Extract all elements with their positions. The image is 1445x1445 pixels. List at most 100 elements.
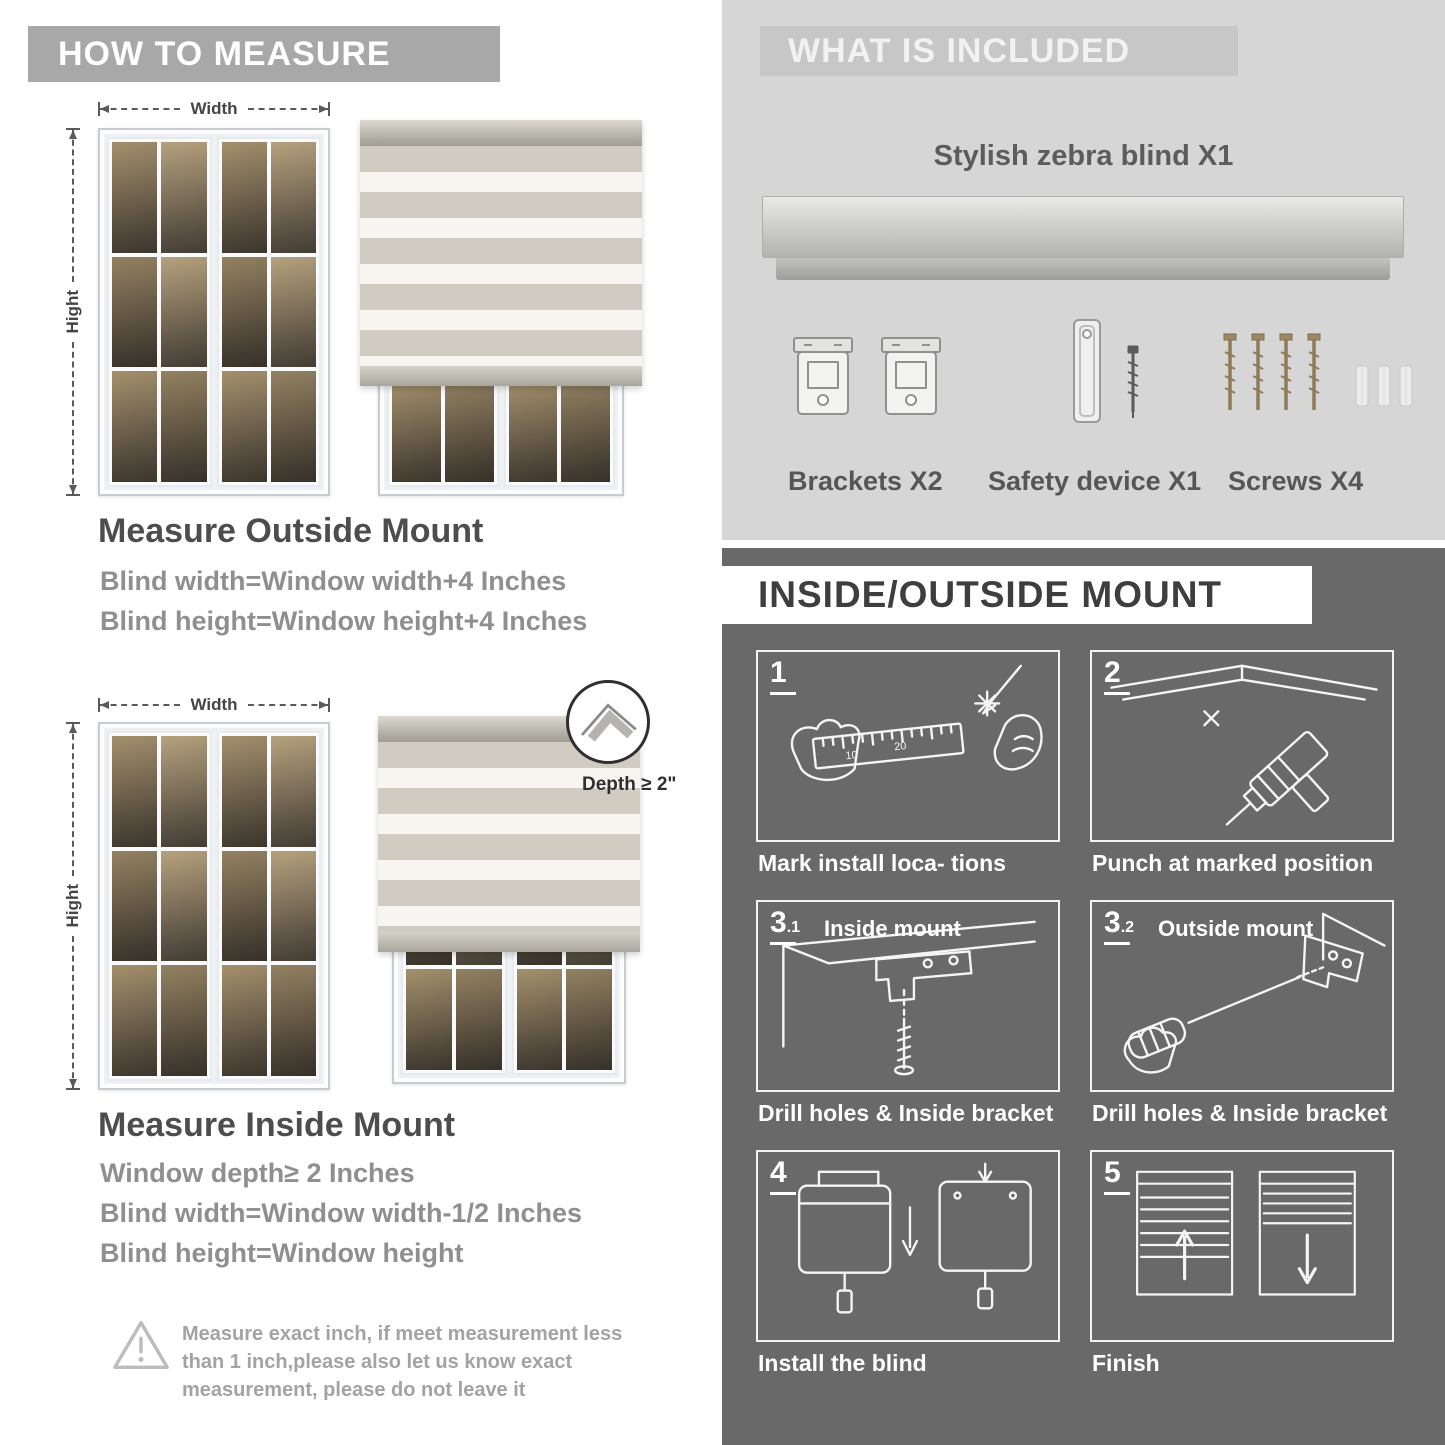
blind-bottomrail (378, 932, 640, 952)
window-pane (221, 850, 267, 962)
brackets-icon (793, 337, 941, 415)
right-column: WHAT IS INCLUDED Stylish zebra blind X1 (722, 0, 1445, 1445)
step-caption-3-2: Drill holes & Inside bracket (1092, 1100, 1388, 1126)
step-caption-2: Punch at marked position (1092, 850, 1374, 876)
depth-label: Depth ≥ 2" (582, 774, 677, 795)
window-pane (270, 965, 316, 1076)
step-caption-4: Install the blind (758, 1350, 927, 1376)
what-is-included-section: WHAT IS INCLUDED Stylish zebra blind X1 (722, 0, 1445, 540)
how-to-measure-header: HOW TO MEASURE (28, 26, 500, 82)
window-illustration (98, 128, 330, 496)
height-dimension-arrow: Hight (63, 722, 82, 1090)
outside-mount-title: Measure Outside Mount (98, 512, 484, 550)
step-caption-1: Mark install loca- tions (758, 850, 1006, 876)
window-pane (221, 965, 267, 1076)
window-sash (216, 731, 321, 1081)
mark-location-illustration: 10 20 (790, 664, 1043, 782)
svg-text:10: 10 (845, 749, 858, 762)
window-pane (112, 965, 158, 1076)
step-caption-3-1: Drill holes & Inside bracket (758, 1100, 1054, 1126)
install-blind-illustration (797, 1162, 1032, 1314)
what-is-included-header: WHAT IS INCLUDED (760, 26, 1238, 76)
zebra-blind-illustration (360, 120, 642, 386)
window-pane (566, 969, 612, 1070)
blind-headrail (360, 120, 642, 146)
step-label: Outside mount (1158, 916, 1314, 941)
window-pane (161, 736, 207, 847)
height-label: Hight (63, 290, 82, 334)
step-label: Inside mount (824, 916, 961, 941)
window-pane (270, 736, 316, 847)
outside-bracket-illustration (1123, 912, 1386, 1074)
window-pane (406, 969, 452, 1070)
step-box-4: 4 (756, 1150, 1060, 1342)
brackets-label: Brackets X2 (788, 466, 943, 496)
height-label: Hight (63, 884, 82, 928)
step-box-3-1: 3.1 Inside mount (756, 900, 1060, 1092)
window-sash (107, 137, 212, 487)
window-pane (516, 969, 563, 1070)
mount-header: INSIDE/OUTSIDE MOUNT (722, 566, 1312, 624)
step-caption-5: Finish (1092, 1350, 1160, 1376)
inside-mount-title: Measure Inside Mount (98, 1106, 456, 1144)
window-pane (508, 382, 558, 482)
inside-mount-line2: Blind width=Window width-1/2 Inches (100, 1198, 583, 1228)
window-pane (161, 371, 207, 482)
window-sash (107, 731, 212, 1081)
depth-callout-circle (566, 680, 650, 764)
finish-illustration (1136, 1170, 1356, 1296)
window-pane (561, 382, 610, 482)
outside-mount-line1: Blind width=Window width+4 Inches (100, 566, 567, 596)
window-pane (221, 256, 267, 368)
window-corner-icon (580, 703, 637, 742)
window-pane (161, 965, 207, 1076)
window-pane (221, 736, 267, 847)
width-dimension-arrow: Width (98, 695, 330, 714)
step-number: 5 (1104, 1158, 1130, 1195)
window-pane (270, 371, 316, 482)
window-pane (270, 142, 316, 253)
zebra-blind-outside-figure (360, 120, 642, 496)
step-number: 4 (770, 1158, 796, 1195)
window-pane (112, 371, 158, 482)
inside-mount-line3: Blind height=Window height (100, 1238, 464, 1268)
step-number: 3.1 (770, 908, 800, 945)
step-box-3-2: 3.2 Outside mount (1090, 900, 1394, 1092)
blind-stripes (378, 742, 640, 932)
svg-text:20: 20 (894, 740, 907, 753)
window-pane (112, 736, 158, 847)
step-number: 3.2 (1104, 908, 1134, 945)
window-pane (161, 850, 207, 962)
window-sash (216, 137, 321, 487)
inside-bracket-illustration (782, 920, 1036, 1076)
screws-label: Screws X4 (1228, 466, 1364, 496)
window-pane (221, 142, 267, 253)
window-pane (444, 382, 494, 482)
warning-icon (113, 1321, 169, 1369)
step-number: 2 (1104, 658, 1130, 695)
blind-rail-illustration (762, 196, 1404, 258)
inside-mount-line1: Window depth≥ 2 Inches (100, 1158, 415, 1188)
blind-rail-valance (776, 258, 1390, 280)
step-box-2: 2 (1090, 650, 1394, 842)
window-pane (392, 382, 441, 482)
width-label: Width (190, 695, 238, 714)
window-pane (112, 142, 158, 253)
window-pane (221, 371, 267, 482)
blind-stripes (360, 146, 642, 366)
window-pane (161, 142, 207, 253)
drill-illustration (1110, 664, 1378, 826)
product-title: Stylish zebra blind X1 (933, 140, 1234, 172)
screws-icon (1223, 333, 1413, 410)
measure-note: Measure exact inch, if meet measurement … (182, 1323, 623, 1401)
window-pane (112, 256, 158, 368)
step-number: 1 (770, 658, 796, 695)
window-pane (455, 969, 502, 1070)
inside-outside-mount-section: INSIDE/OUTSIDE MOUNT 1 (722, 548, 1445, 1445)
safety-device-icon (1073, 319, 1139, 423)
window-pane (270, 850, 316, 962)
outside-mount-line2: Blind height=Window height+4 Inches (100, 606, 588, 636)
zebra-blind-inside-figure (378, 716, 640, 1084)
safety-device-label: Safety device X1 (988, 466, 1202, 496)
